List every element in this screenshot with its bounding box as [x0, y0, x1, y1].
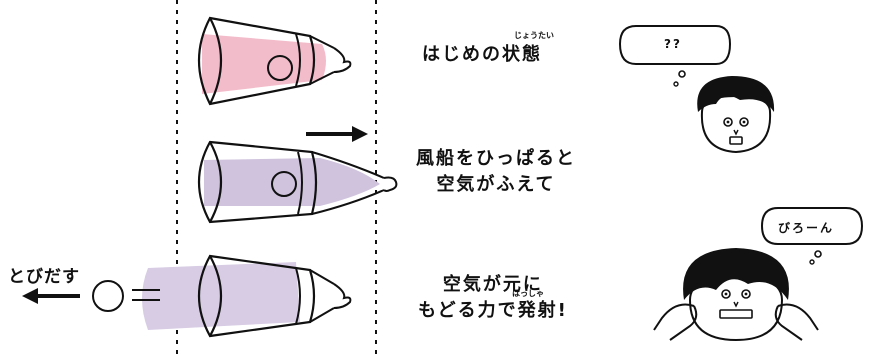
caption-launch-line1: 空気が元に [442, 274, 543, 295]
ruby-initial: じょうたい [514, 31, 554, 40]
speech-bubble-icon [618, 25, 732, 87]
caption-launch: 空気が元に もどる力で発射! はっしゃ [418, 272, 568, 324]
face-icon [697, 76, 775, 154]
arrow-right-icon [306, 126, 368, 142]
cup-launch [142, 254, 352, 338]
hand-icon [653, 303, 819, 341]
cup-initial [197, 16, 352, 106]
caption-stretch-line2: 空気がふえて [436, 174, 556, 196]
launch-label: とびだす [8, 267, 80, 287]
caption-launch-line2: もどる力で発射! [418, 300, 568, 322]
arrow-left-icon [22, 288, 80, 304]
cup-stretched [197, 140, 398, 224]
bubble-text-stretch: びろーん [778, 221, 835, 235]
face-icon [683, 248, 789, 342]
bubble-text-question: ?? [664, 37, 682, 51]
speech-bubble-icon [760, 207, 864, 265]
caption-initial-line1: はじめの状態 [422, 44, 542, 65]
caption-stretch: 風船をひっぱると 空気がふえて [416, 146, 576, 198]
caption-stretch-line1: 風船をひっぱると [416, 148, 576, 169]
ruby-launch: はっしゃ [512, 289, 544, 298]
ball-icon [92, 280, 160, 312]
caption-initial: じょうたい はじめの状態 [422, 31, 554, 68]
